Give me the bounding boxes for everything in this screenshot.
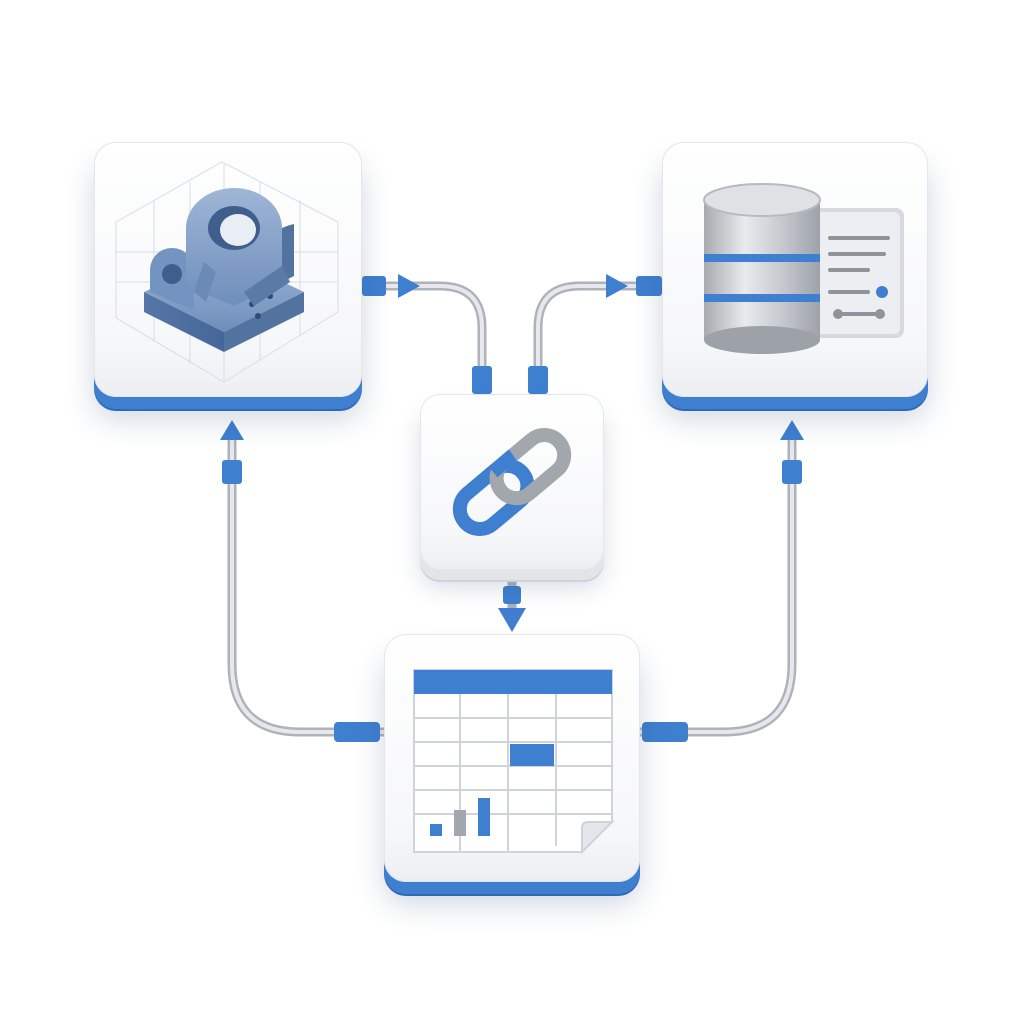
node-database-server[interactable] [662,142,928,397]
cad-part-3d-icon [115,161,339,383]
connector-cad-to-hub [357,274,492,394]
node-spreadsheet[interactable] [384,634,640,882]
arrow-up-icon [220,420,244,440]
arrow-right-icon [606,274,628,298]
connector-spreadsheet-to-cad [220,420,389,742]
node-link-hub[interactable] [420,394,604,570]
connector-hub-to-spreadsheet [498,580,526,632]
connector-hub-to-database [528,274,667,394]
arrow-right-icon [398,274,420,298]
node-cad-part[interactable] [94,142,362,397]
connector-spreadsheet-to-database [635,420,804,742]
chain-link-icon [452,428,572,536]
arrow-up-icon [780,420,804,440]
database-server-icon [703,183,904,354]
arrow-down-icon [498,608,526,632]
spreadsheet-chart-icon [413,669,615,855]
